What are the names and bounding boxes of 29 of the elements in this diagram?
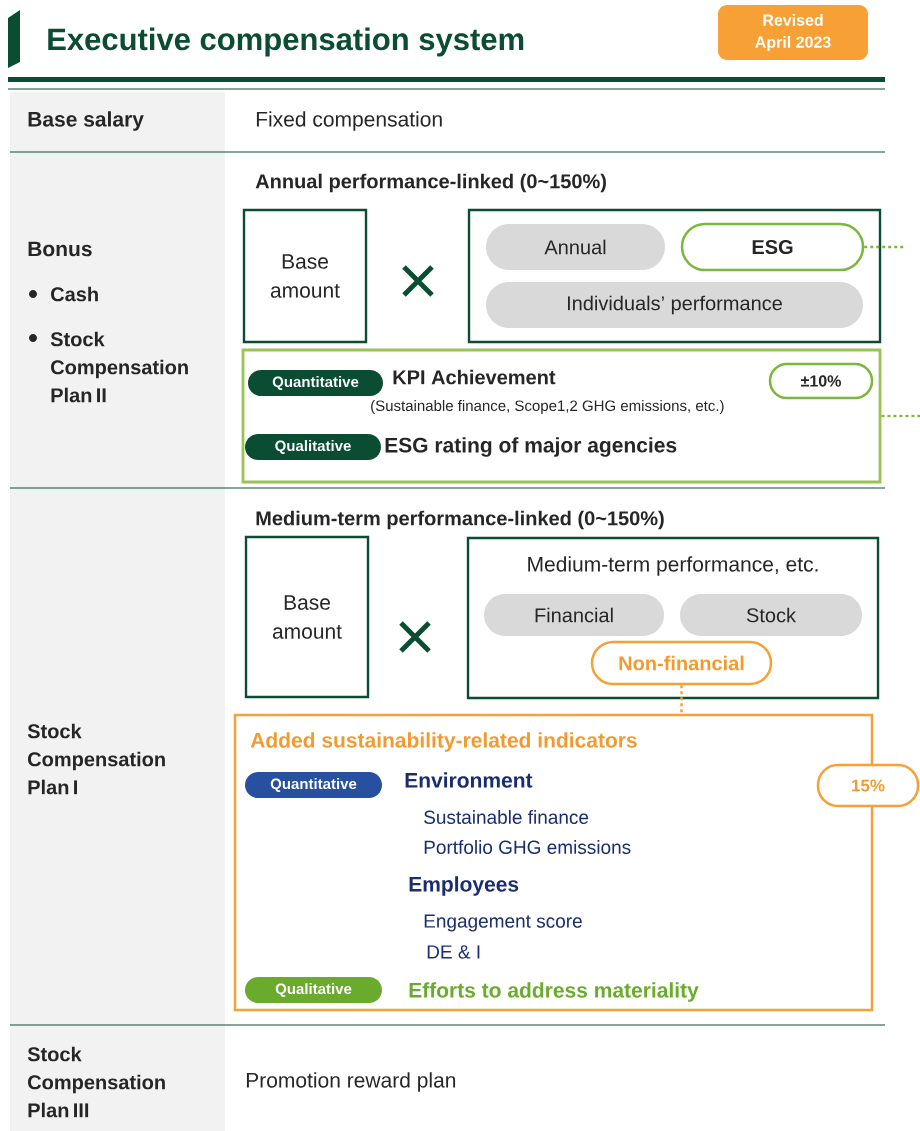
row-heading: Bonus (28, 241, 92, 257)
metric-pill: Financial (484, 594, 664, 636)
percentage-pill: ±10% (768, 362, 874, 400)
list-item: Cash (51, 286, 98, 302)
row-heading: Base salary (28, 111, 144, 131)
connector-line (881, 414, 920, 418)
percentage-pill: 15% (816, 763, 920, 808)
connector-line (864, 245, 905, 249)
revised-badge: Revised April 2023 (718, 5, 868, 60)
section-heading: Medium-term performance-linked (0~150%) (256, 510, 664, 530)
metric-pill: Annual (486, 224, 665, 270)
quantitative-badge: Quantitative (248, 370, 383, 396)
non-financial-pill: Non-financial (590, 640, 773, 686)
row-text: Fixed compensation (256, 111, 442, 131)
metric-pill: Stock (680, 594, 862, 636)
qualitative-badge: Qualitative (245, 434, 381, 460)
base-amount-box: Base amount (242, 208, 368, 344)
diagram-title: Executive compensation system (48, 27, 524, 57)
quantitative-badge: Quantitative (245, 772, 382, 798)
connector-line (680, 685, 683, 714)
row-heading: Stock Compensation Plan I (27, 723, 165, 795)
row-heading: Stock Compensation Plan III (27, 1046, 165, 1118)
row-text: Promotion reward plan (246, 1072, 456, 1092)
base-amount-box: Base amount (244, 535, 370, 699)
metric-pill: Individuals’ performance (486, 282, 863, 328)
section-heading: Annual performance-linked (0~150%) (255, 173, 606, 193)
list-item: Stock Compensation Plan II (50, 331, 188, 403)
esg-pill: ESG (680, 222, 865, 272)
qualitative-badge: Qualitative (245, 977, 382, 1003)
